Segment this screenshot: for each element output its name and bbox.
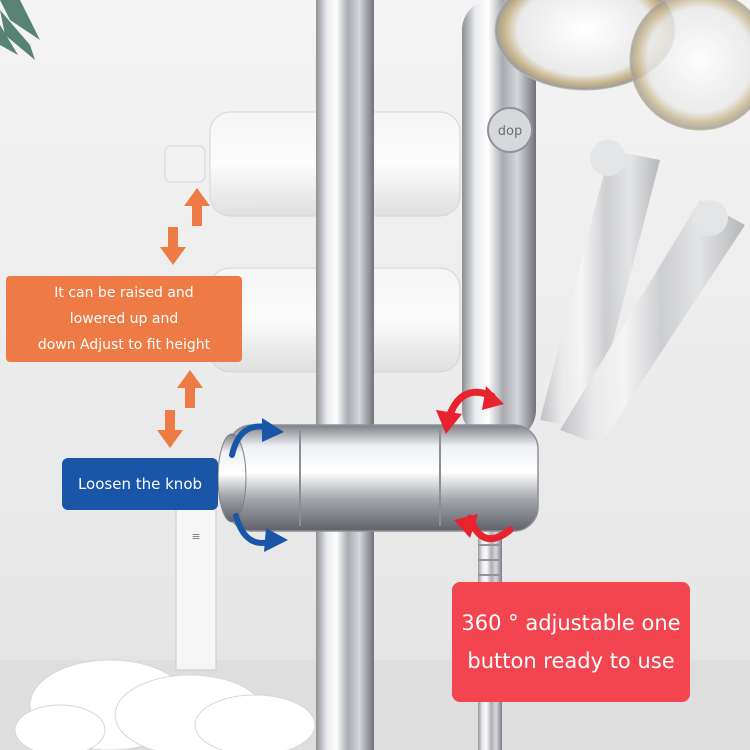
loosen-knob-callout: Loosen the knob xyxy=(62,458,218,510)
shower-button-label: dop xyxy=(498,124,522,139)
slide-bar xyxy=(316,0,374,750)
loofah xyxy=(14,659,316,750)
blue-arrowheads xyxy=(262,418,288,552)
rotate-callout-line-2: button ready to use xyxy=(467,649,675,673)
height-callout-line-2: lowered up and xyxy=(69,311,179,327)
shower-button xyxy=(487,107,533,153)
plant-leaves xyxy=(0,0,40,60)
ghost-shower-handles xyxy=(540,140,745,445)
rotate-callout-line-1: 360 ° adjustable one xyxy=(461,611,681,635)
rotate-callout: 360 ° adjustable one button ready to use xyxy=(452,582,690,702)
holder-clamp xyxy=(217,424,539,532)
height-callout-line-3: down Adjust to fit height xyxy=(37,337,211,353)
knob-callout-text: Loosen the knob xyxy=(77,475,203,493)
orange-arrows xyxy=(157,188,210,448)
svg-text:≡: ≡ xyxy=(191,530,200,543)
shower-head-ghost xyxy=(629,0,750,131)
red-arrowheads xyxy=(436,386,504,538)
height-adjust-callout: It can be raised and lowered up and down… xyxy=(6,276,242,362)
height-callout-line-1: It can be raised and xyxy=(54,285,194,301)
